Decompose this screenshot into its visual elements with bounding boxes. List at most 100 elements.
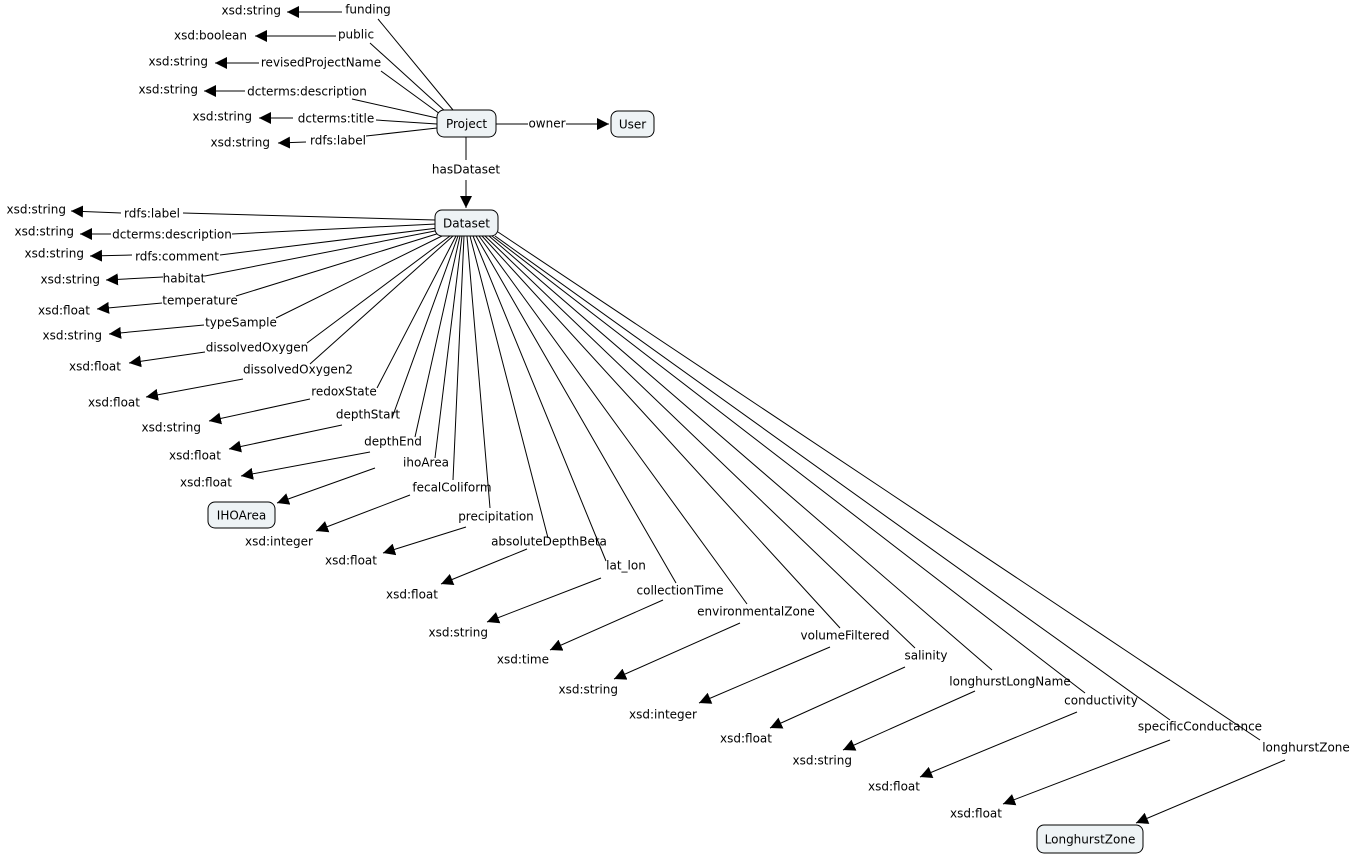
datatype-label: xsd:float [180, 476, 232, 490]
datatype-label: xsd:float [868, 780, 920, 794]
node-label: Dataset [443, 217, 490, 231]
edge-line [375, 119, 438, 125]
edge-line [475, 235, 677, 584]
edge-arrow [128, 351, 206, 368]
edge-arrow [277, 136, 307, 149]
edge-arrow [698, 646, 831, 704]
edge-label: salinity [904, 649, 947, 663]
edge-arrow [208, 398, 311, 425]
edge-label: rdfs:label [124, 207, 180, 221]
node-label: LonghurstZone [1045, 833, 1136, 847]
datatype-label: xsd:time [497, 653, 549, 667]
edge-specificconductance: specificConductance xsd:float [494, 235, 1262, 821]
edge-line [469, 235, 549, 539]
edge-line [204, 229, 441, 277]
datatype-label: xsd:string [25, 247, 84, 261]
edge-ihoarea: ihoArea [276, 235, 463, 505]
node-project[interactable]: Project [436, 109, 497, 138]
edge-arrow [382, 526, 467, 556]
edge-label: lat_lon [606, 559, 646, 573]
edge-label: typeSample [205, 316, 277, 330]
edge-line [434, 235, 463, 459]
node-box [207, 501, 276, 529]
edge-label: specificConductance [1138, 720, 1262, 734]
edge-line [478, 235, 748, 605]
node-label: Project [446, 117, 487, 131]
edge-line [452, 235, 465, 481]
edge-line [231, 223, 437, 235]
datatype-label: xsd:string [222, 4, 281, 18]
edge-arrow [440, 548, 528, 586]
datatype-label: xsd:integer [629, 708, 697, 722]
edge-line [235, 231, 444, 297]
edge-line [491, 235, 1086, 694]
node-box [436, 109, 497, 138]
edge-label: rdfs:comment [135, 250, 219, 264]
edge-label: collectionTime [637, 584, 724, 598]
edge-line [466, 235, 491, 509]
edge-arrow [1135, 759, 1286, 824]
datatype-label: xsd:string [793, 754, 852, 768]
edge-line [182, 212, 436, 221]
datatype-label: xsd:float [38, 304, 90, 318]
edge-line [488, 235, 993, 671]
node-user[interactable]: User [610, 110, 655, 138]
edge-line [414, 235, 461, 438]
datatype-label: xsd:float [950, 807, 1002, 821]
edge-line [391, 235, 459, 419]
datatype-label: xsd:string [149, 55, 208, 69]
edge-label: owner [528, 117, 565, 131]
edge-hasdataset: hasDataset [432, 137, 500, 208]
edge-label: longhurstZone [1262, 741, 1350, 755]
datatype-label: xsd:string [43, 329, 102, 343]
edge-arrow [315, 494, 411, 533]
edge-arrow [919, 711, 1078, 778]
node-dataset[interactable]: Dataset [434, 209, 499, 237]
edge-label: public [338, 28, 374, 42]
datatype-label: xsd:float [169, 449, 221, 463]
edge-label: dissolvedOxygen2 [243, 363, 353, 377]
edge-line [472, 235, 607, 562]
edge-arrow [108, 324, 205, 339]
node-longhurst-zone[interactable]: LonghurstZone [1036, 824, 1144, 854]
datatype-label: xsd:string [211, 136, 270, 150]
edge-line [306, 235, 451, 344]
edge-label: ihoArea [403, 456, 449, 470]
node-box [610, 110, 655, 138]
edge-longhurstzone: longhurstZone [497, 231, 1350, 824]
edge-line [369, 42, 447, 113]
edge-line [351, 98, 438, 119]
edge-line [484, 235, 916, 649]
edge-arrow [769, 666, 906, 729]
edge-line [497, 231, 1261, 741]
edge-label: conductivity [1064, 694, 1138, 708]
node-iho-area[interactable]: IHOArea [207, 501, 276, 529]
datatype-label: xsd:float [720, 732, 772, 746]
edge-label: redoxState [311, 385, 377, 399]
node-box [1036, 824, 1144, 854]
edge-label: volumeFiltered [801, 629, 890, 643]
datatype-label: xsd:float [69, 360, 121, 374]
node-box [434, 209, 499, 237]
edge-label: dissolvedOxygen [206, 341, 309, 355]
edge-arrow [70, 205, 122, 218]
datatype-label: xsd:string [15, 225, 74, 239]
datatype-label: xsd:string [193, 110, 252, 124]
edge-rdfs-comment: rdfs:comment xsd:string [25, 227, 439, 264]
node-label: IHOArea [217, 509, 266, 523]
edge-label: dcterms:title [298, 112, 374, 126]
edge-line [377, 18, 454, 111]
edge-arrow [89, 249, 133, 262]
